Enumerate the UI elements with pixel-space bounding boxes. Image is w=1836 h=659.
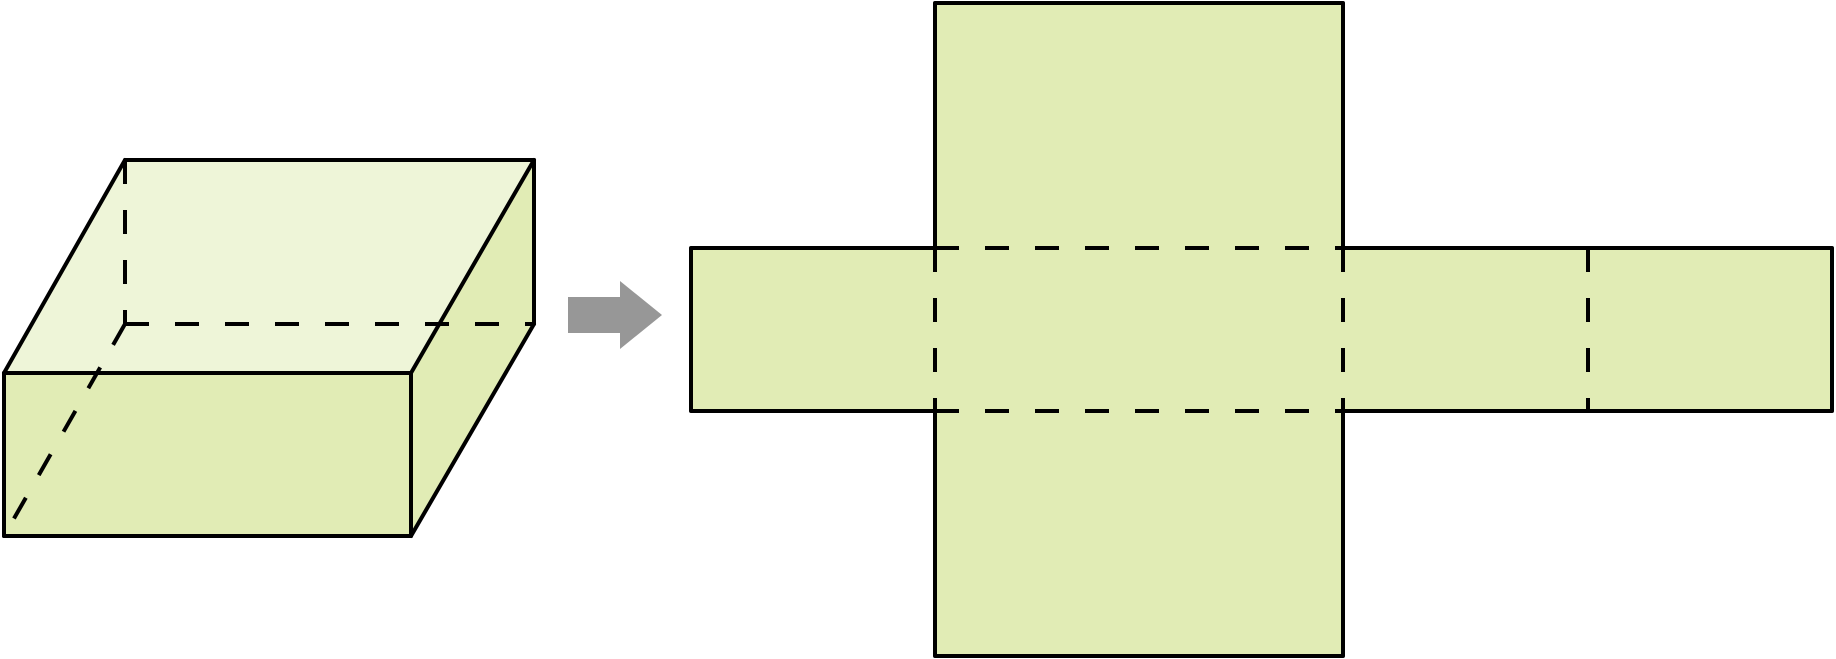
hidden-edge-left-bottom — [2, 323, 127, 537]
net-fold-lines — [933, 246, 1590, 413]
edge-top-left — [2, 158, 127, 375]
open-box-figure — [2, 158, 536, 538]
box-visible-edges — [2, 158, 536, 538]
edge-top-right — [409, 158, 536, 375]
net-outline — [689, 1, 1834, 658]
edge-right-bottom — [409, 322, 536, 538]
net-fill — [691, 3, 1832, 656]
box-right-face — [411, 160, 534, 536]
box-front-face — [4, 373, 411, 536]
box-top-region — [4, 160, 534, 373]
box-hidden-edges — [2, 160, 534, 537]
right-arrow-icon — [568, 281, 662, 349]
box-net-figure — [689, 1, 1834, 658]
